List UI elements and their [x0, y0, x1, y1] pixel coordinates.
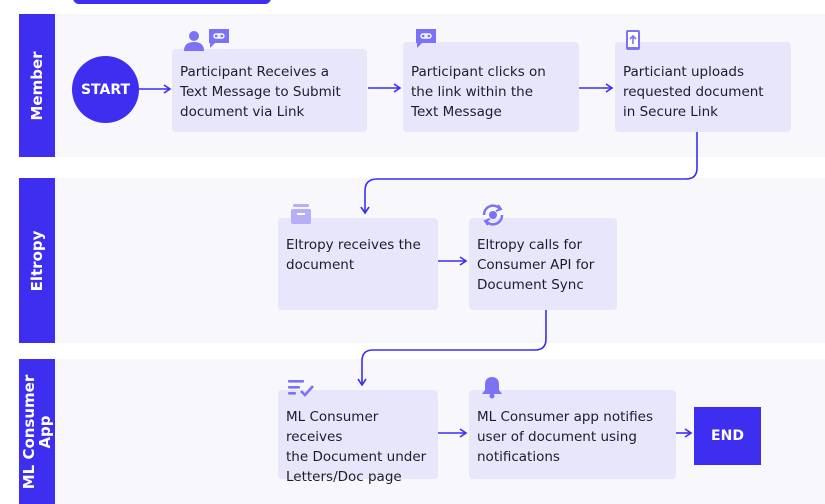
bell-icon [482, 377, 502, 399]
lane-label-eltropy: Eltropy [19, 178, 55, 343]
checklist-icon [288, 380, 314, 397]
person-icon [184, 31, 204, 51]
top-tab [73, 0, 271, 4]
upload-phone-icon [626, 30, 640, 50]
lane-label-member: Member [19, 14, 55, 157]
arrow-s3-to-s4 [360, 132, 698, 215]
arrow-s5-to-s6 [357, 310, 547, 387]
message-link-icon [209, 29, 229, 48]
inbox-tray-icon [291, 204, 311, 224]
sync-icon [482, 204, 504, 226]
start-node: START [72, 56, 139, 123]
end-node: END [694, 407, 761, 465]
message-link-icon [416, 29, 436, 48]
